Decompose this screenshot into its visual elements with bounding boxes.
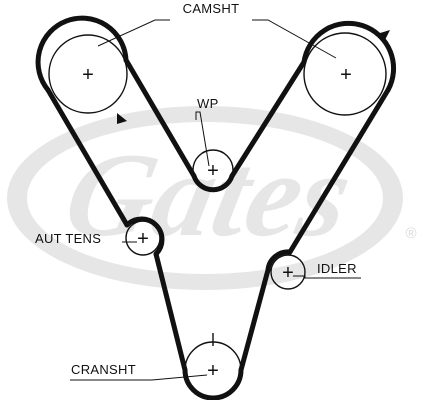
belt-right-cam-wrap (301, 20, 397, 93)
watermark-text: Gates (54, 129, 362, 262)
camshaft-right-center-mark: + (340, 64, 352, 86)
water-pump-label: WP (197, 96, 219, 111)
belt-auto-tensioner-wrap (124, 216, 165, 257)
left-cam-rotation-arrow (117, 113, 127, 124)
belt-right-run (287, 87, 391, 255)
water-pump-center-mark: + (207, 160, 219, 182)
belt-lower-left-run (153, 251, 188, 373)
timing-belt (35, 15, 397, 401)
camshaft-leader-right (252, 19, 337, 59)
auto-tensioner-center-mark: + (137, 228, 149, 250)
idler-leader (293, 275, 361, 279)
crankshaft-center-mark: + (207, 360, 219, 382)
watermark-registered-mark: ® (405, 225, 416, 242)
belt-idler-wrap (265, 249, 293, 273)
idler-center-mark: + (282, 262, 294, 284)
camshaft-label: CAMSHT (183, 1, 240, 16)
belt-wp-right-run (229, 59, 307, 179)
gates-watermark: Gates ® (7, 106, 417, 290)
camshaft-pulley-left (48, 34, 128, 114)
belt-water-pump-wrap (191, 173, 235, 193)
crankshaft-leader (70, 374, 208, 381)
belt-left-run (45, 87, 130, 228)
camshaft-left-center-mark: + (82, 64, 94, 86)
water-pump-leader (195, 111, 210, 167)
right-cam-rotation-arrow (380, 30, 390, 40)
belt-lower-right-run (238, 267, 271, 373)
belt-crank-wrap (182, 367, 244, 401)
camshaft-leader-left (97, 19, 170, 47)
auto-tensioner-label: AUT TENS (35, 231, 101, 246)
camshaft-pulley-right (303, 32, 387, 116)
belt-wp-left-run (123, 57, 197, 179)
idler-pulley (270, 254, 306, 290)
crankshaft-label: CRANSHT (71, 362, 136, 377)
belt-left-cam-wrap (35, 15, 129, 93)
watermark-oval-inner (27, 122, 383, 274)
idler-label: IDLER (317, 261, 357, 276)
